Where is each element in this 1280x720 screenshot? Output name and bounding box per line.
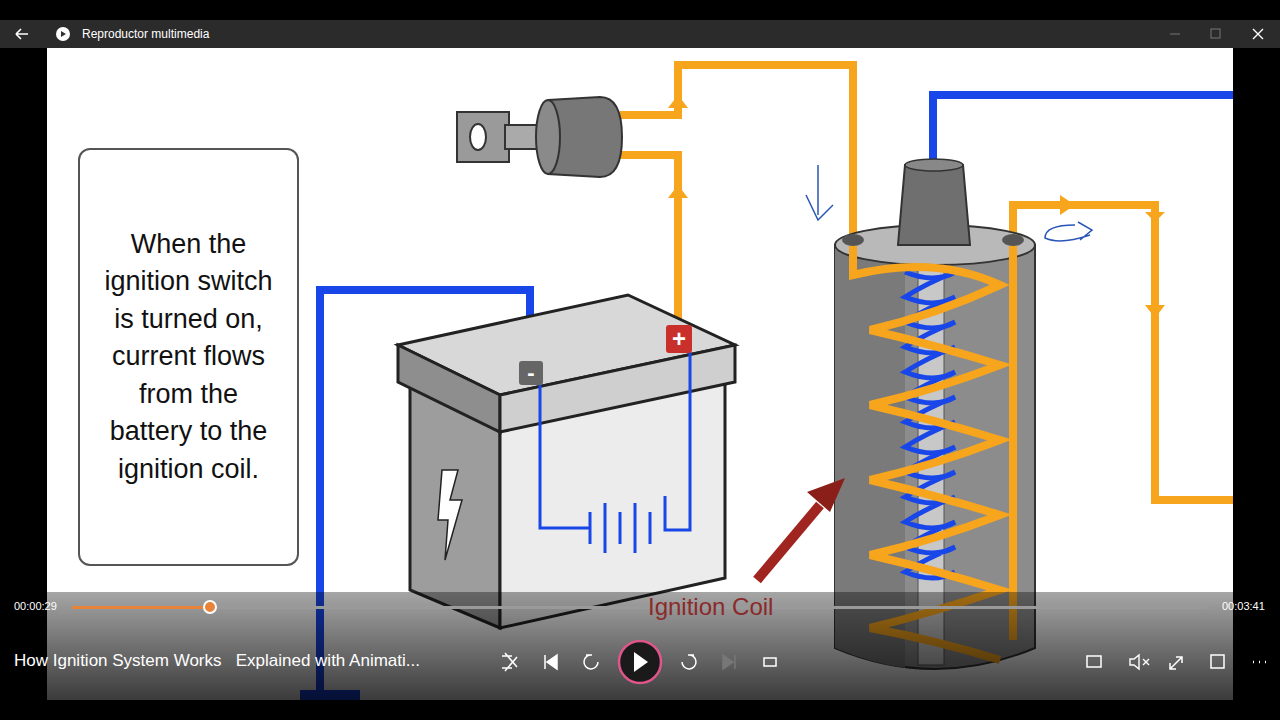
lightning-icon [438, 470, 462, 560]
part-label: Ignition Coil [648, 593, 773, 622]
window-title: Reproductor multimedia [82, 27, 209, 41]
video-title: How Ignition System Works Explained with… [14, 651, 420, 671]
seek-thumb [204, 601, 216, 613]
subtitles-icon [1087, 656, 1101, 667]
mute-icon [1130, 655, 1149, 669]
blue-wire [933, 95, 1233, 165]
restore-icon [1211, 29, 1220, 38]
text-box: When the ignition switch is turned on, c… [78, 148, 299, 566]
key-hole [470, 124, 486, 150]
minimize-icon [1170, 34, 1180, 35]
battery-lid [500, 345, 735, 432]
previous-icon [545, 655, 557, 669]
pointer-arrow [807, 478, 845, 512]
box-text: When the ignition switch is turned on, c… [94, 226, 283, 489]
elapsed-time: 00:00:29 [14, 600, 57, 613]
total-time: 00:03:41 [1222, 600, 1265, 613]
coil-tower [898, 165, 970, 245]
terminal-sign: - [527, 360, 534, 386]
next-icon [723, 655, 735, 669]
battery-symbol [540, 352, 690, 553]
terminal-sign: + [672, 325, 686, 354]
pointer-arrow [757, 505, 820, 580]
fullscreen-icon [1170, 657, 1182, 669]
window-frame [0, 700, 1280, 720]
flow-arrow [668, 95, 688, 198]
positive-terminal [666, 325, 692, 353]
pen-annotation [1045, 222, 1092, 241]
seek-progress [72, 606, 210, 609]
app-icon-play [61, 31, 66, 37]
ignition-switch [536, 100, 560, 174]
rewind-icon [584, 655, 598, 669]
key-head [457, 112, 509, 162]
play-button [619, 641, 661, 683]
coil-tower [905, 159, 963, 171]
close-icon [1253, 29, 1263, 39]
control-bar [0, 592, 1280, 720]
shuffle-icon [502, 653, 517, 671]
battery-lid [398, 345, 500, 432]
title-bar [0, 20, 1280, 48]
repeat-icon [764, 658, 776, 666]
orange-wire [1013, 205, 1233, 500]
app-icon [56, 27, 70, 41]
text-stack: When the ignition switch is turned on, c… [94, 226, 283, 489]
back-icon [16, 29, 28, 39]
play-icon [634, 652, 648, 672]
miniplayer-icon [1211, 655, 1224, 668]
more-icon [1253, 661, 1266, 664]
pen-annotation [806, 165, 833, 220]
seek-track [72, 606, 1207, 609]
coil-terminal [842, 234, 864, 246]
coil-terminal [1002, 234, 1024, 246]
flow-arrow [1060, 195, 1165, 318]
forward-icon [682, 655, 696, 669]
